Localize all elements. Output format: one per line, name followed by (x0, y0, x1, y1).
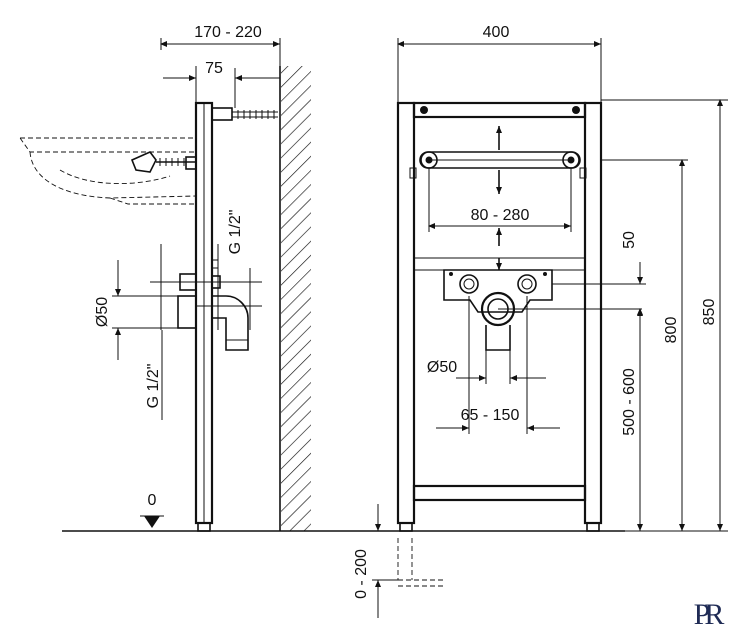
dim-bracket-height: 800 (663, 159, 685, 531)
wall-anchor (211, 107, 278, 121)
dim-frame-width: 400 (397, 24, 602, 103)
side-view: 170 - 220 75 Ø50 G 1/2" G 1/2" (19, 24, 311, 532)
bracket-height-label: 800 (663, 317, 680, 344)
washbasin-outline (19, 137, 197, 205)
basin-bracket (130, 151, 197, 173)
dim-depth: 75 (163, 60, 280, 108)
dim-offset-50: 50 (621, 231, 643, 330)
bracket-bar (409, 151, 587, 179)
drain-fitting (480, 291, 516, 351)
frame-width-label: 400 (483, 24, 510, 41)
dim-frame-height: 850 (701, 99, 723, 531)
dim-depth-range: 170 - 220 (160, 24, 281, 66)
side-drain-diameter-label: Ø50 (94, 297, 111, 327)
brand-logo: PR (694, 598, 731, 631)
wall (279, 66, 311, 531)
side-pipe-bottom-label: G 1/2" (145, 364, 162, 409)
foot-adjust-label: 0 - 200 (353, 549, 370, 599)
floor-level-label: 0 (148, 492, 157, 509)
floor-level-marker: 0 (140, 492, 164, 528)
frame-height-label: 850 (701, 299, 718, 326)
dim-fitting-spacing: 65 - 150 (436, 296, 560, 434)
dim-depth-label: 75 (205, 60, 223, 77)
frame-column (194, 101, 214, 532)
front-view: 80 - 280 (353, 24, 728, 618)
drain-height-label: 500 - 600 (621, 368, 638, 436)
dim-drain-diameter-side: Ø50 (94, 260, 121, 360)
bracket-spacing-label: 80 - 280 (471, 207, 530, 224)
dim-foot-adjust: 0 - 200 (353, 504, 398, 618)
adjustable-feet (372, 538, 444, 587)
logo-monogram: PR (694, 598, 725, 631)
fitting-spacing-label: 65 - 150 (461, 407, 520, 424)
dim-bracket-spacing: 80 - 280 (428, 168, 572, 232)
mounting-plate (443, 269, 553, 313)
dim-drain-diameter-front: Ø50 (427, 350, 546, 384)
drain-elbow (177, 295, 249, 351)
dim-drain-height: 500 - 600 (621, 308, 643, 531)
side-pipe-top-label: G 1/2" (227, 210, 244, 255)
offset-50-label: 50 (621, 231, 638, 249)
dim-depth-range-label: 170 - 220 (194, 24, 262, 41)
front-drain-diameter-label: Ø50 (427, 359, 457, 376)
